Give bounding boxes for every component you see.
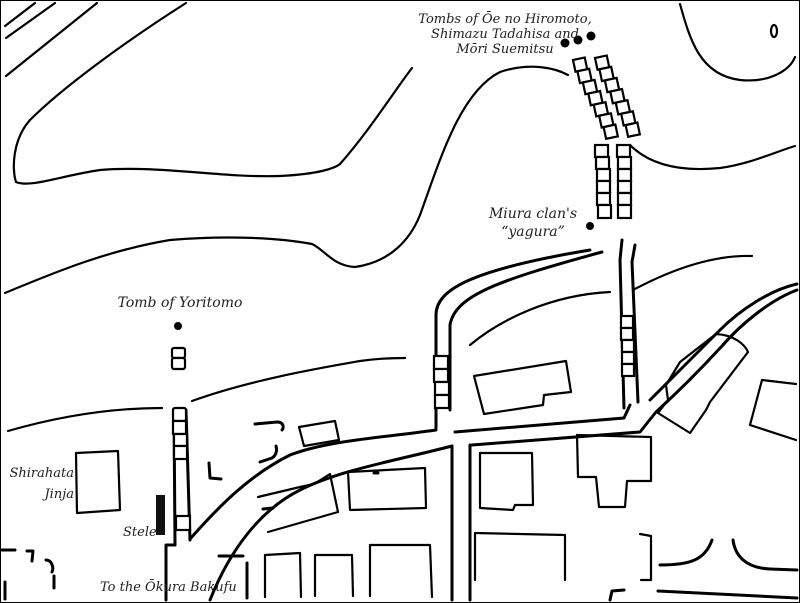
stele-icon (156, 495, 165, 535)
label-miura-yagura: Miura clan's “yagura” (478, 205, 588, 241)
label-shirahata-jinja: Shirahata Jinja (0, 463, 75, 505)
buildings (74, 332, 798, 599)
tomb-shimazu-tadahisa-icon (573, 35, 583, 45)
label-tombs-oe: Tombs of Ōe no Hiromoto, Shimazu Tadahis… (405, 12, 605, 57)
pond-icon (769, 23, 779, 39)
stone-steps (170, 54, 642, 532)
tomb-oe-no-hiromoto-icon (560, 38, 570, 48)
miura-yagura-icon (586, 222, 594, 230)
label-tombs-oe-line-1: Tombs of Ōe no Hiromoto, (418, 12, 592, 27)
label-tomb-of-yoritomo: Tomb of Yoritomo (117, 295, 243, 311)
tomb-mori-suemitsu-icon (586, 31, 596, 41)
label-shirahata-line-2: Jinja (44, 487, 74, 502)
label-miura-line-1: Miura clan's (488, 206, 578, 222)
label-tombs-oe-line-3: Mōri Suemitsu (456, 42, 554, 57)
label-shirahata-line-1: Shirahata (9, 466, 75, 481)
contour-lines (3, 1, 797, 433)
shirahata-jinja-building (74, 449, 122, 515)
label-miura-line-2: “yagura” (501, 224, 565, 240)
label-stele: Stele (123, 525, 157, 540)
label-tombs-oe-line-2: Shimazu Tadahisa and (431, 27, 579, 42)
ruins (0, 420, 626, 602)
label-okura-bakufu: To the Ōkura Bakufu (100, 580, 237, 595)
tomb-of-yoritomo-icon (174, 322, 182, 330)
tomb-markers (174, 31, 596, 330)
